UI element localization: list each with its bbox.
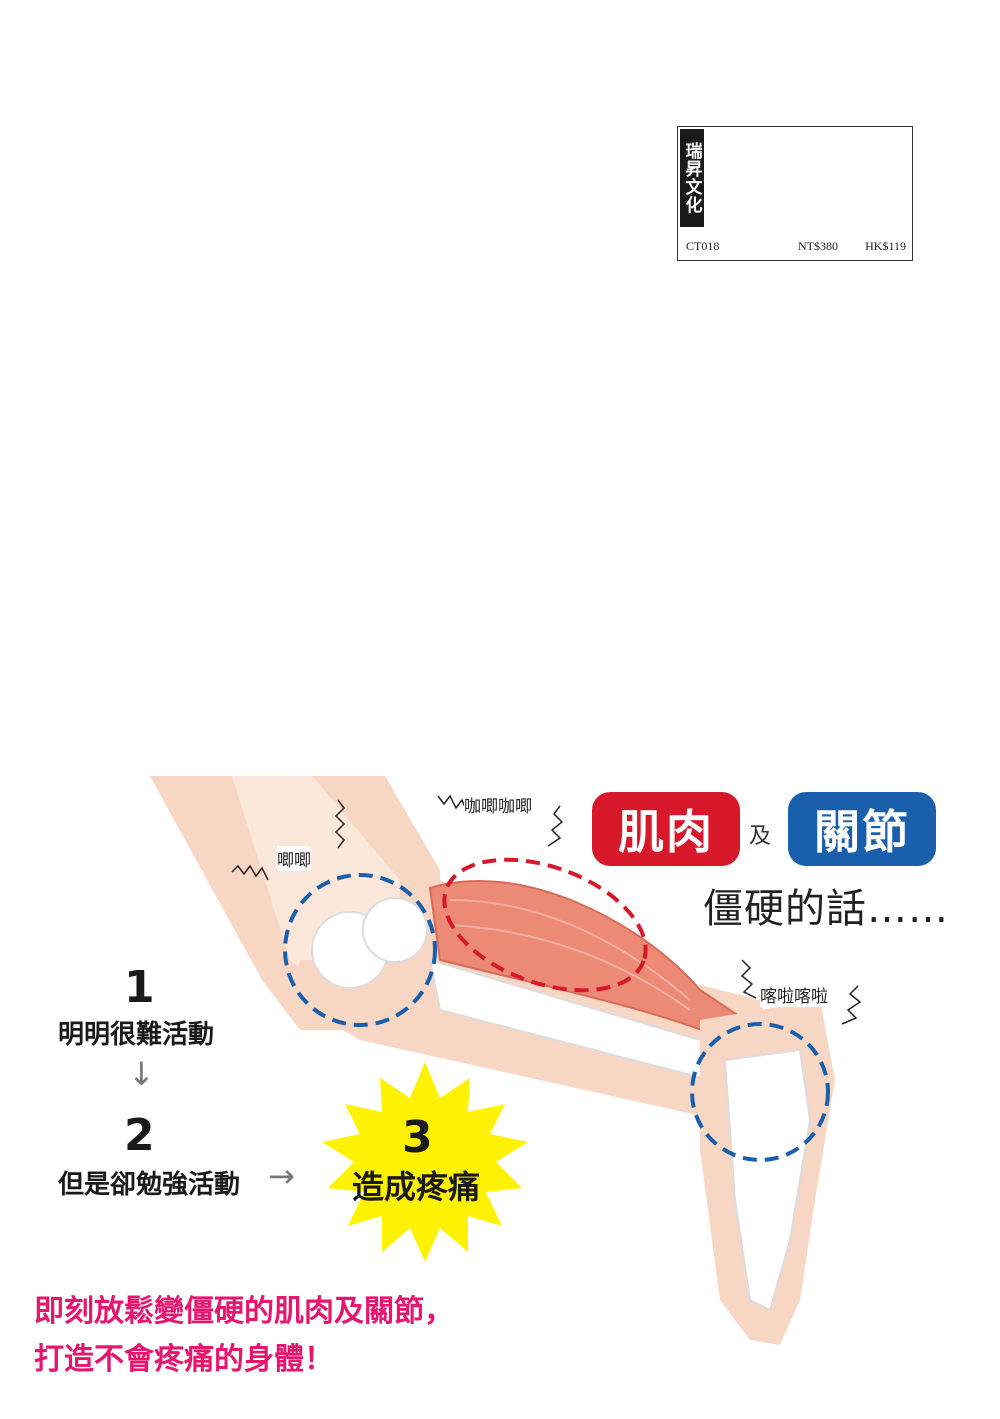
tagline: 即刻放鬆變僵硬的肌肉及關節， 打造不會疼痛的身體！ bbox=[34, 1288, 454, 1384]
zigzag-calf-right bbox=[547, 805, 564, 847]
zigzag-ankle-right bbox=[841, 985, 862, 1025]
sfx-knee-label: 唧唧 bbox=[277, 846, 311, 871]
price-hk: HK$119 bbox=[865, 239, 906, 253]
arrow-right-icon: → bbox=[268, 1157, 295, 1195]
calf-muscle-highlight bbox=[442, 857, 648, 993]
ankle-joint-highlight bbox=[690, 1022, 830, 1162]
foot-bones bbox=[723, 1048, 812, 1312]
knee-bone bbox=[362, 897, 428, 963]
zigzag-calf-left bbox=[437, 794, 469, 815]
step-2-number: 2 bbox=[124, 1110, 155, 1161]
publisher-label: 瑞昇文化 bbox=[680, 129, 704, 227]
calf-muscle-fiber bbox=[449, 924, 691, 1011]
zigzag-knee-left bbox=[231, 864, 269, 881]
step-3-number: 3 bbox=[402, 1112, 433, 1163]
price-nt: NT$380 bbox=[798, 239, 838, 253]
step-1-text: 明明很難活動 bbox=[58, 1020, 215, 1050]
step-2-text: 但是卻勉強活動 bbox=[58, 1170, 241, 1200]
tagline-line-1: 即刻放鬆變僵硬的肌肉及關節， bbox=[34, 1294, 454, 1329]
price-box: 瑞昇文化 CT018 NT$380 HK$119 bbox=[677, 126, 913, 261]
step-1-number: 1 bbox=[124, 962, 155, 1013]
product-code: CT018 bbox=[686, 239, 720, 253]
pain-burst bbox=[322, 1062, 528, 1262]
arrow-down-icon: ↓ bbox=[128, 1055, 155, 1093]
tagline-line-2: 打造不會疼痛的身體！ bbox=[34, 1342, 334, 1377]
price-row: CT018 NT$380 HK$119 bbox=[684, 234, 906, 256]
knee-joint-highlight bbox=[283, 873, 437, 1027]
joint-badge: 關節 bbox=[788, 792, 936, 866]
zigzag-ankle-left bbox=[740, 959, 757, 999]
muscle-badge: 肌肉 bbox=[592, 792, 740, 866]
conjunction-text: 及 bbox=[749, 824, 772, 849]
calf-muscle-fiber bbox=[449, 899, 691, 1001]
zigzag-knee-right bbox=[334, 799, 346, 849]
step-3-text: 造成疼痛 bbox=[352, 1168, 481, 1206]
sfx-ankle-label: 喀啦喀啦 bbox=[760, 982, 828, 1007]
sfx-calf-label: 咖唧咖唧 bbox=[464, 792, 532, 817]
headline-subtitle: 僵硬的話…… bbox=[703, 886, 949, 932]
